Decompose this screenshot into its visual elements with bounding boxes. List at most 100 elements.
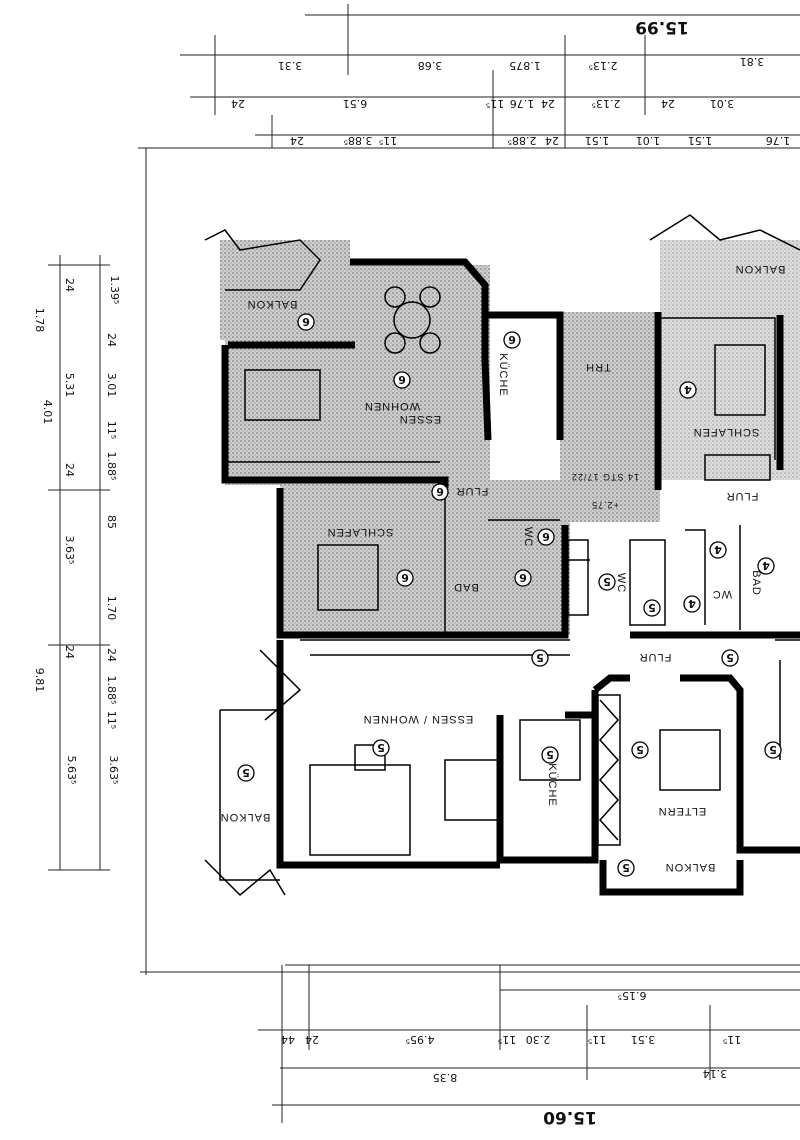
dim-label: 1.78 [33,308,46,333]
unit-marker-4: 4 [679,381,697,399]
unit-marker-6: 6 [393,371,411,389]
dim-label: 1.88⁵ [105,676,118,705]
room-label: BALKON [735,263,786,275]
unit-marker-5: 5 [531,649,549,667]
unit-marker-4: 4 [757,557,775,575]
room-label: KÜCHE [546,763,558,807]
dim-label: 44 [281,1033,295,1046]
dim-label: 11⁵ [105,711,118,729]
svg-text:4: 4 [684,383,692,396]
svg-text:6: 6 [508,333,516,346]
dim-label: 3.88⁵ [344,134,373,147]
dim-label: 6.15⁵ [618,989,647,1002]
svg-text:5: 5 [546,748,554,761]
dim-label: 4.01 [41,400,54,425]
dim-overall-top: 15.99 [635,17,689,37]
dim-label: 1.39⁵ [108,276,121,305]
dim-label: 24 [63,645,76,659]
svg-text:6: 6 [436,485,444,498]
room-label: TRH [585,361,611,373]
unit-marker-5: 5 [598,573,616,591]
dim-label: 1.875 [509,59,541,72]
unit-marker-4: 4 [683,595,701,613]
svg-text:5: 5 [377,741,385,754]
dim-label: 3.68 [418,59,443,72]
bottom-dimensions: 6.15⁵ 44 24 4.95⁵ 11⁵ 2.30 11⁵ 3.51 11⁵ … [258,964,800,1127]
unit-marker-5: 5 [764,741,782,759]
svg-text:5: 5 [769,743,777,756]
unit-marker-5: 5 [237,764,255,782]
upper-unit [204,214,800,639]
unit-marker-6: 6 [297,313,315,331]
dim-label: 3.01 [105,373,118,398]
svg-text:6: 6 [542,530,550,543]
dim-label: 1.01 [636,134,661,147]
dim-label: 24 [545,134,559,147]
dim-label: 24 [105,648,118,662]
unit-marker-6: 6 [431,483,449,501]
dim-label: 1.70 [105,596,118,621]
dim-label: 11⁵ [105,421,118,439]
unit-marker-6: 6 [396,569,414,587]
room-label: BALKON [247,298,298,310]
dim-label: 24 [105,333,118,347]
unit-marker-6: 6 [503,331,521,349]
room-label: FLUR [639,651,672,663]
room-label: ELTERN [658,805,707,817]
room-label: FLUR [456,485,489,497]
room-label: ESSEN [399,413,441,425]
dim-label: 8.35 [433,1071,458,1084]
dim-label: 24 [305,1033,319,1046]
dim-label: 24 [541,97,555,110]
unit-marker-4: 4 [709,541,727,559]
room-label: WC [712,588,732,600]
room-label: BAD [453,581,479,593]
dim-label: 3.31 [278,59,303,72]
sheet-frame [138,147,800,975]
svg-text:5: 5 [622,861,630,874]
room-label: BAD [750,570,762,596]
svg-text:5: 5 [636,743,644,756]
dim-label: 2.13⁵ [589,59,618,72]
room-label: +2.75 [591,500,619,510]
svg-text:5: 5 [536,651,544,664]
unit-markers: 6 6 6 6 6 6 6 4 4 4 4 5 5 5 5 5 5 5 5 5 … [237,313,782,877]
dim-label: 1.76 [510,97,535,110]
dim-label: 5.63⁵ [65,756,78,785]
svg-text:5: 5 [648,601,656,614]
svg-text:5: 5 [242,766,250,779]
unit-marker-5: 5 [631,741,649,759]
dim-label: 3.63⁵ [63,536,76,565]
lower-unit [204,525,800,897]
dim-label: 1.51 [688,134,713,147]
svg-text:6: 6 [401,571,409,584]
dim-label: 2.30 [526,1033,551,1046]
dim-label: 2.88⁵ [508,134,537,147]
dim-label: 24 [63,278,76,292]
room-label: BALKON [665,861,716,873]
dim-label: 2.13⁵ [592,97,621,110]
dim-label: 1.76 [766,134,791,147]
room-label: WOHNEN [364,400,420,412]
dim-label: 1.51 [585,134,610,147]
room-label: 14 STG 17/22 [571,472,639,482]
svg-text:4: 4 [714,543,722,556]
unit-marker-6: 6 [514,569,532,587]
dim-label: 11⁵ [588,1033,606,1046]
dim-label: 3.51 [631,1033,656,1046]
svg-text:5: 5 [726,651,734,664]
room-label: BALKON [220,811,271,823]
unit-marker-5: 5 [721,649,739,667]
room-label: WC [615,573,627,593]
svg-text:6: 6 [398,373,406,386]
room-label: SCHLAFEN [693,426,760,438]
dim-label: 11⁵ [379,134,397,147]
dim-label: 1.88⁵ [105,452,118,481]
dim-label: 11⁵ [498,1033,516,1046]
dim-overall-bottom: 15.60 [543,1107,597,1127]
unit-marker-5: 5 [541,746,559,764]
dim-label: 24 [231,97,245,110]
dim-label: 11⁵ [723,1033,741,1046]
dim-label: 3.14 [703,1067,728,1080]
